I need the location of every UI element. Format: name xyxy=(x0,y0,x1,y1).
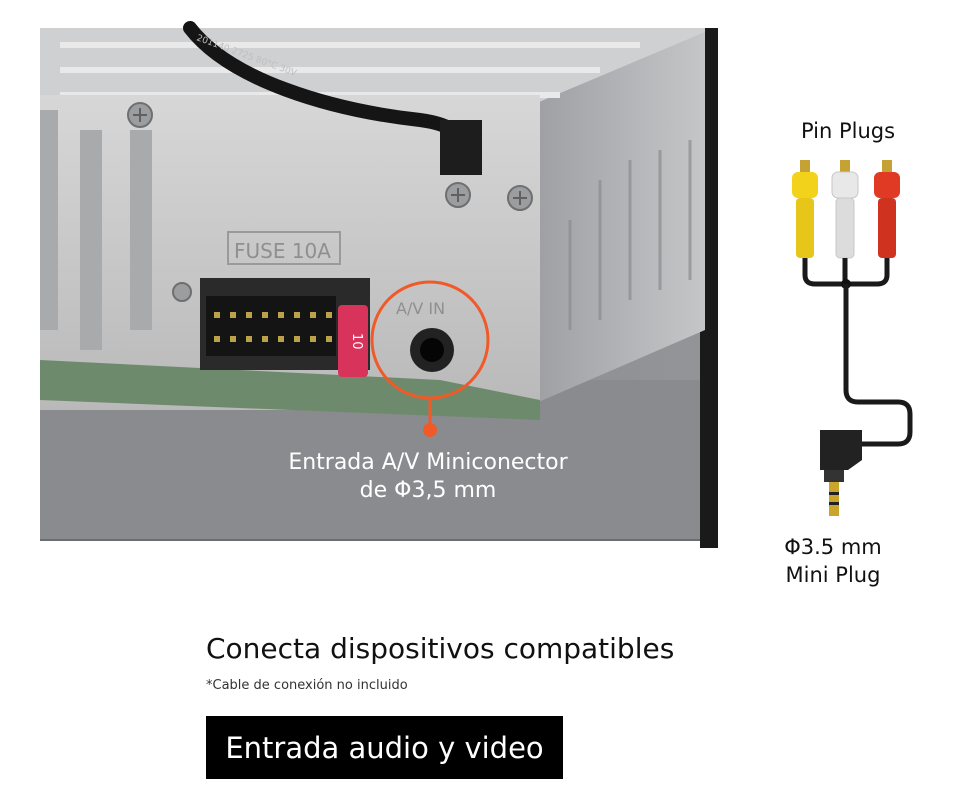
av-in-marking: A/V IN xyxy=(396,299,445,318)
red-rca-plug xyxy=(874,172,900,198)
screw xyxy=(172,282,192,302)
circuit-board xyxy=(40,360,540,420)
screw xyxy=(127,102,153,128)
mini-plug xyxy=(820,430,862,470)
feature-banner-label: Entrada audio y video xyxy=(225,730,544,765)
pin-plugs-label: Pin Plugs xyxy=(800,119,896,143)
rca-cable xyxy=(792,160,913,516)
callout-text-line2: de Φ3,5 mm xyxy=(359,478,497,503)
screw xyxy=(507,185,533,211)
disclaimer-note: *Cable de conexión no incluido xyxy=(206,678,408,693)
yellow-rca-plug xyxy=(792,172,818,198)
fuse-value: 10 xyxy=(349,333,364,350)
headline: Conecta dispositivos compatibles xyxy=(206,632,675,665)
white-rca-plug xyxy=(831,171,859,199)
chassis-rear-face xyxy=(40,95,540,410)
product-photo: FUSE 10A xyxy=(40,21,913,548)
callout-dot xyxy=(423,423,437,437)
mini-plug-label-line1: Φ3.5 mm xyxy=(784,535,882,559)
feature-banner: Entrada audio y video xyxy=(206,716,563,779)
screw xyxy=(445,182,471,208)
callout-text-line1: Entrada A/V Miniconector xyxy=(288,450,568,475)
fuse: 10 xyxy=(338,305,368,377)
chassis-side xyxy=(520,30,705,410)
fuse-marking: FUSE 10A xyxy=(234,239,331,263)
av-mini-jack xyxy=(410,328,454,372)
mini-plug-label-line2: Mini Plug xyxy=(785,563,881,587)
